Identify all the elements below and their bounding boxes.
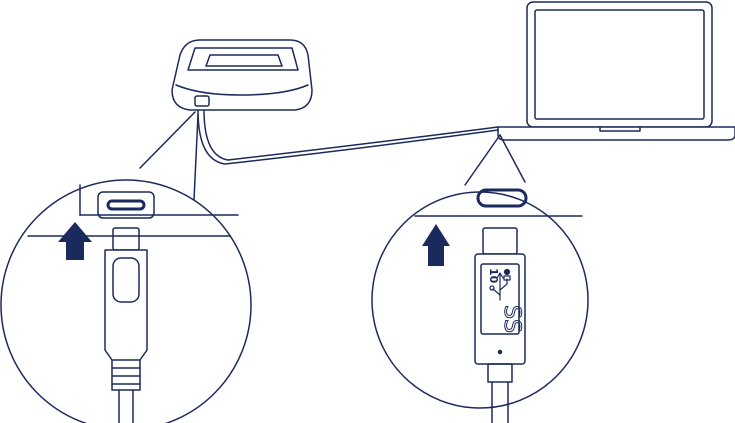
right-detail-circle bbox=[371, 188, 589, 423]
left-detail-circle bbox=[0, 179, 252, 423]
usb-logo-icon bbox=[489, 268, 511, 301]
superspeed-label: SS bbox=[499, 305, 524, 333]
external-drive-icon bbox=[171, 39, 313, 111]
callout-line-left bbox=[139, 111, 196, 169]
callout-line-right-2 bbox=[499, 134, 526, 183]
callout-line-right bbox=[464, 134, 501, 186]
usb-c-cable-icon bbox=[197, 109, 499, 165]
callout-line-left-2 bbox=[193, 114, 199, 201]
up-arrow-icon bbox=[422, 224, 450, 266]
speed-label: 10 bbox=[487, 268, 500, 284]
laptop-icon bbox=[497, 1, 735, 141]
